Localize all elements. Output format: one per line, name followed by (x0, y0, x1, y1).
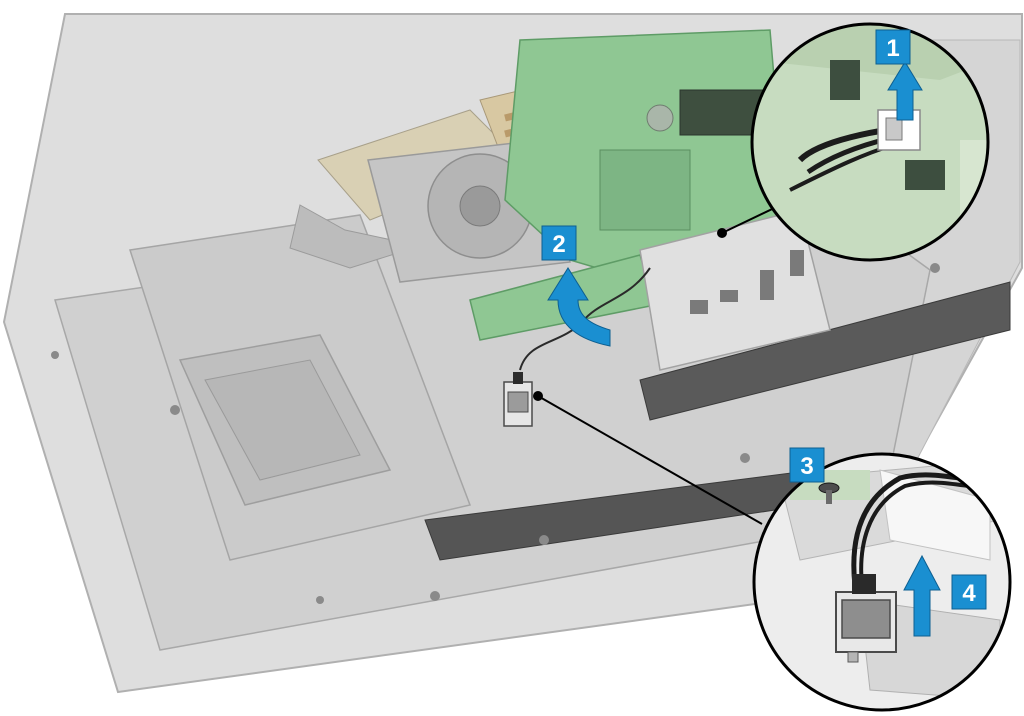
step-badge-1: 1 (875, 29, 911, 65)
step-badge-4: 4 (951, 574, 987, 610)
svg-text:4: 4 (962, 580, 976, 607)
step-badge-3: 3 (789, 447, 825, 483)
arrow-up-icon (903, 554, 941, 637)
arrow-up-icon (887, 61, 923, 121)
step-badge-2: 2 (541, 225, 577, 261)
curved-arrow-icon (547, 267, 611, 347)
svg-text:3: 3 (800, 453, 813, 480)
svg-text:1: 1 (886, 35, 899, 62)
screw-icon (818, 482, 840, 504)
leader-line-bottom (537, 395, 763, 525)
solenoid-icon (835, 574, 897, 663)
io-bracket (639, 209, 831, 371)
solenoid-main (503, 372, 533, 427)
svg-text:2: 2 (552, 231, 565, 258)
